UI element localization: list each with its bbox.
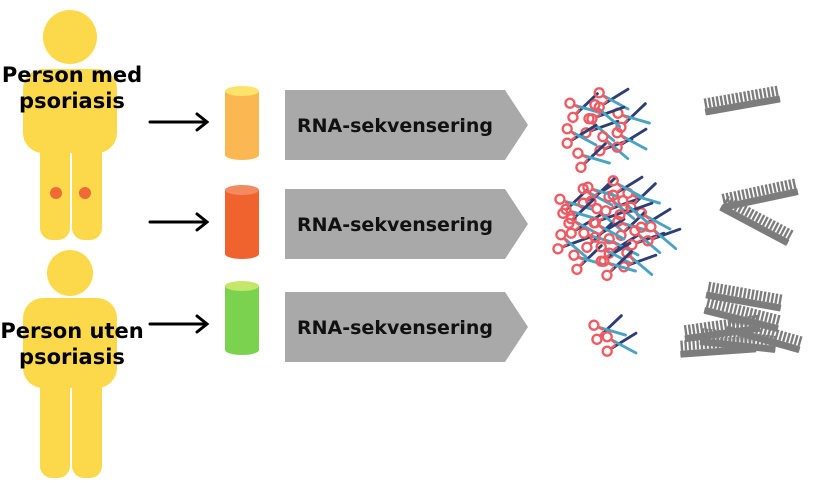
comb-icon	[701, 84, 782, 117]
right-arrow-icon	[148, 112, 210, 132]
lesion-dot	[79, 187, 91, 199]
scissors-icon	[617, 245, 658, 279]
person-icon	[23, 10, 117, 240]
tube-icon	[225, 86, 259, 160]
tube-icon	[225, 185, 259, 259]
person-label-line1: Person uten	[0, 319, 143, 343]
person-icon	[23, 250, 117, 478]
scissors-icon	[561, 122, 598, 150]
process-label: RNA-sekvensering	[297, 115, 493, 137]
lesion-dot	[50, 187, 62, 199]
person-label-line2: psoriasis	[19, 89, 125, 113]
person-label-line2: psoriasis	[19, 345, 125, 369]
scissors-icon	[601, 330, 638, 358]
scissors-icon	[571, 141, 612, 175]
process-arrow	[285, 189, 528, 259]
process-arrow	[285, 292, 528, 362]
process-label: RNA-sekvensering	[297, 317, 493, 339]
process-arrow	[285, 90, 528, 160]
right-arrow-icon	[148, 314, 210, 334]
tube-icon	[225, 281, 259, 355]
person-label-line1: Person med	[2, 63, 142, 87]
right-arrow-icon	[148, 212, 210, 232]
process-label: RNA-sekvensering	[297, 214, 493, 236]
